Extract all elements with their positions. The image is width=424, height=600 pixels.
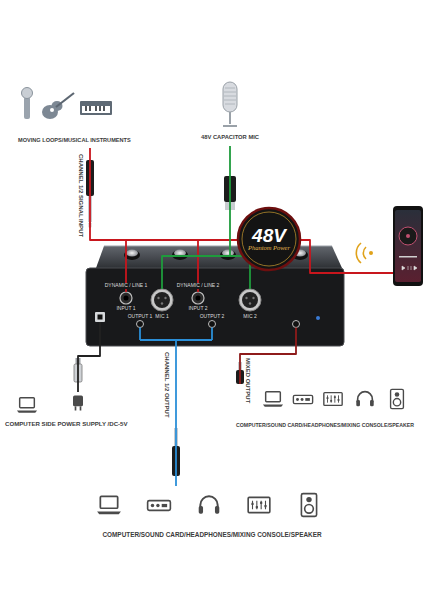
phantom-badge: 48VPhantom Power xyxy=(236,206,302,272)
xlr-pin xyxy=(252,297,254,299)
source-group: MOVING LOOPS/MUSICAL INSTRUMENTS xyxy=(8,82,158,148)
mix-wire xyxy=(295,328,297,347)
device-label: MOVING LOOPS/MUSICAL INSTRUMENTS xyxy=(18,137,131,143)
port-label: OUTPUT 2 xyxy=(199,314,226,320)
handheld-mic-head xyxy=(22,88,33,99)
knob xyxy=(220,250,236,260)
cable-label: CHANNEL 1/2 SIGNAL INPUT xyxy=(78,154,84,237)
cable-connector xyxy=(78,346,100,392)
sound-card-icon xyxy=(293,395,312,403)
xlr-pin xyxy=(161,302,163,304)
port-label: DYNAMIC / LINE 2 xyxy=(176,283,221,289)
interface-panel xyxy=(86,268,344,346)
badge-voltage: 48V xyxy=(252,226,286,245)
album-art-center xyxy=(406,234,410,238)
mic-group: 48V CAPACITOR MIC xyxy=(188,80,272,146)
keyboard-keys xyxy=(82,106,110,113)
album-art xyxy=(399,227,417,245)
guitar-hole xyxy=(50,108,54,112)
output-group: COMPUTER/SOUND CARD/HEADPHONES/MIXING CO… xyxy=(228,384,422,434)
device-label: 48V CAPACITOR MIC xyxy=(201,134,259,141)
phone-screen xyxy=(395,210,421,282)
interface-top xyxy=(96,246,342,268)
handheld-mic-body xyxy=(24,97,30,119)
headphones-icon xyxy=(199,496,220,513)
speaker-icon xyxy=(301,494,316,517)
power-wire xyxy=(99,322,101,346)
input-jack xyxy=(120,292,132,304)
cable-label: CHANNEL 1/2 OUTPUT xyxy=(164,352,170,418)
progress-bar xyxy=(399,256,417,258)
output-jack xyxy=(137,321,144,328)
laptop-icon xyxy=(97,496,121,514)
status-led xyxy=(316,316,320,320)
output-group: COMPUTER/SOUND CARD/HEADPHONES/MIXING CO… xyxy=(72,486,352,544)
xlr-socket xyxy=(151,289,173,311)
keyboard-body xyxy=(80,101,112,115)
xlr-socket-face xyxy=(154,292,170,308)
cable-connector xyxy=(175,346,177,486)
mic-wire xyxy=(162,256,250,289)
power-adapter-icon xyxy=(73,396,83,411)
output-jack xyxy=(209,321,216,328)
xlr-pin xyxy=(245,297,247,299)
port-label: INPUT 1 xyxy=(115,306,136,312)
device-label: COMPUTER SIDE POWER SUPPLY /DC-5V xyxy=(5,420,128,427)
knob xyxy=(172,250,188,260)
phone-body xyxy=(393,206,423,286)
player-controls xyxy=(402,266,417,270)
port-label: DYNAMIC / LINE 1 xyxy=(104,283,149,289)
badge-caption: Phantom Power xyxy=(248,245,290,252)
audio-interface: DYNAMIC / LINE 1 INPUT 1 OUTPUT 1MIC 1 DYNA… xyxy=(86,268,344,346)
xlr-socket xyxy=(239,289,261,311)
xlr-socket-face xyxy=(242,292,258,308)
mixer-icon xyxy=(324,393,342,406)
bluetooth-dot xyxy=(369,251,373,255)
usb-port xyxy=(95,312,105,322)
xlr-pin xyxy=(164,297,166,299)
input-jack xyxy=(192,292,204,304)
badge-ring xyxy=(242,212,296,266)
device-label: COMPUTER/SOUND CARD/HEADPHONES/MIXING CO… xyxy=(102,531,321,538)
mix-output-jack xyxy=(293,321,300,328)
condenser-mic-body xyxy=(223,82,237,112)
laptop-icon xyxy=(17,398,37,413)
device-label: COMPUTER/SOUND CARD/HEADPHONES/MIXING CO… xyxy=(236,423,414,429)
condenser-grille xyxy=(224,88,236,104)
port-label: OUTPUT 1 xyxy=(127,314,154,320)
cable-connector xyxy=(162,146,230,268)
cable-label: MIXED OUTPUT xyxy=(245,358,251,403)
power-group: COMPUTER SIDE POWER SUPPLY /DC-5V xyxy=(4,392,154,430)
condenser-stand xyxy=(223,112,237,126)
port-label: MIC 1 xyxy=(154,314,169,320)
keyboard-black-keys xyxy=(86,106,104,111)
bluetooth-waves xyxy=(356,243,366,263)
speaker-icon xyxy=(391,389,404,408)
port-label: MIC 2 xyxy=(242,314,257,320)
port-label: INPUT 2 xyxy=(187,306,208,312)
xlr-pin xyxy=(249,302,251,304)
mixer-icon xyxy=(248,497,270,512)
guitar-neck xyxy=(56,93,74,107)
input-jack-hole xyxy=(124,296,129,301)
knob-cap xyxy=(126,250,138,257)
input-jack-hole xyxy=(196,296,201,301)
sound-card-icon xyxy=(148,501,171,511)
badge-circle xyxy=(238,208,300,270)
usb-port-hole xyxy=(98,315,103,320)
laptop-icon xyxy=(263,392,283,407)
output-wire xyxy=(140,328,212,347)
cable-connector xyxy=(90,148,126,268)
xlr-pin xyxy=(157,297,159,299)
headphones-icon xyxy=(356,392,373,407)
